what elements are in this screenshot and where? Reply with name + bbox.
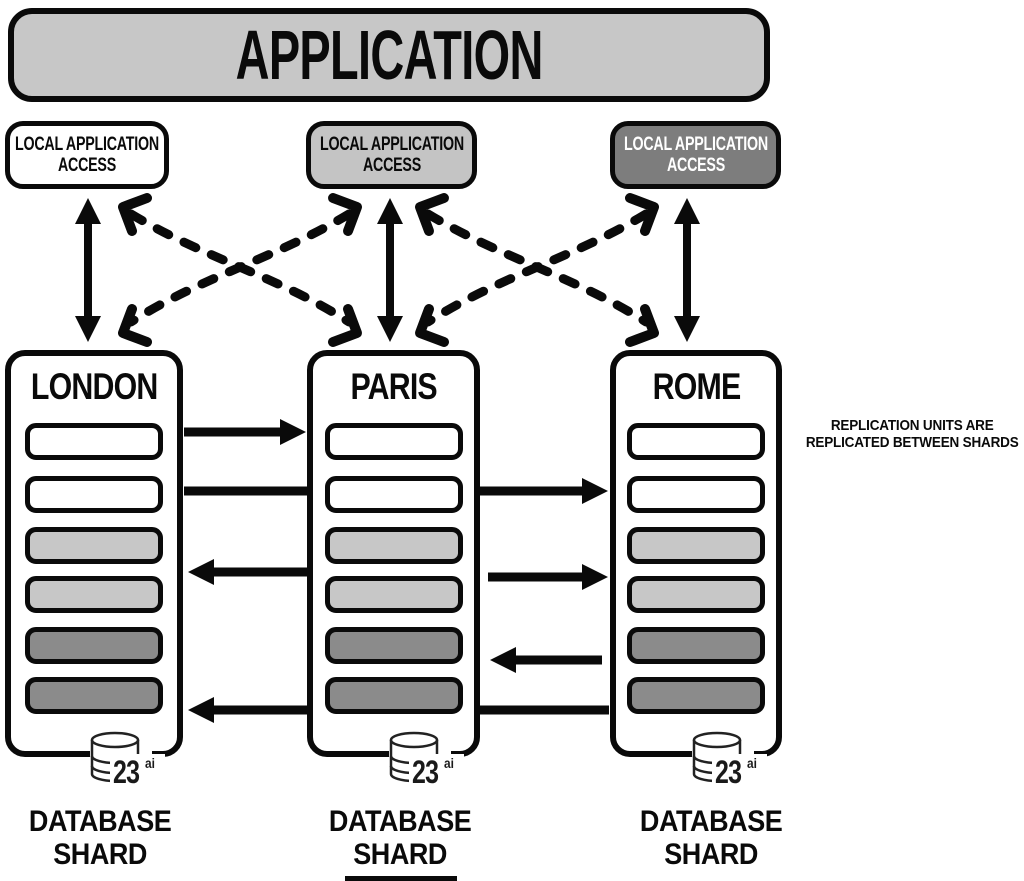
- access-label-line2: ACCESS: [666, 155, 725, 176]
- replication-unit-white: [627, 423, 765, 460]
- database-cylinder-icon: 23 ai: [90, 731, 165, 791]
- dashed-arrowhead: [118, 304, 152, 347]
- annotation-line2: REPLICATED BETWEEN SHARDS: [805, 433, 1019, 451]
- sync-arrow-london: [75, 198, 101, 342]
- local-access-box-rome: LOCAL APPLICATION ACCESS: [610, 121, 781, 189]
- replication-unit-dark: [324, 627, 463, 664]
- access-label-line1: LOCAL APPLICATION: [623, 133, 768, 155]
- db-version-suffix: ai: [747, 755, 757, 771]
- local-access-box-paris: LOCAL APPLICATION ACCESS: [306, 121, 477, 189]
- replication-arrow-london-to-paris: [184, 419, 306, 445]
- database-cylinder-icon: 23 ai: [692, 731, 767, 791]
- db-version-label: 23: [412, 755, 438, 791]
- caption-line1: DATABASE: [328, 805, 472, 838]
- replication-units: [11, 356, 177, 751]
- application-title: APPLICATION: [235, 16, 543, 94]
- shard-title: ROME: [652, 366, 741, 407]
- replication-unit-light: [25, 576, 163, 613]
- replication-unit-dark: [25, 677, 163, 714]
- replication-unit-light: [324, 576, 463, 613]
- shard-caption-london: DATABASE SHARD: [18, 805, 182, 871]
- replication-arrow-paris-to-rome: [488, 564, 608, 590]
- replication-unit-light: [324, 527, 463, 564]
- dashed-arrowhead: [118, 193, 152, 236]
- shard-caption-rome: DATABASE SHARD: [629, 805, 793, 871]
- shard-column-paris: PARIS: [307, 350, 480, 757]
- access-label-line1: LOCAL APPLICATION: [319, 133, 464, 155]
- shard-column-rome: ROME: [610, 350, 782, 757]
- replication-unit-light: [627, 576, 765, 613]
- replication-unit-dark: [627, 627, 765, 664]
- annotation-line1: REPLICATION UNITS ARE: [830, 417, 994, 434]
- replication-units: [616, 356, 776, 751]
- sync-arrow-rome: [674, 198, 700, 342]
- caption-line2: SHARD: [664, 838, 758, 871]
- replication-unit-dark: [627, 677, 765, 714]
- dashed-arrowhead: [328, 193, 362, 236]
- db-version-label: 23: [715, 755, 741, 791]
- replication-arrow-paris-to-london: [188, 559, 310, 585]
- db-version-label: 23: [113, 755, 139, 791]
- replication-unit-dark: [324, 677, 463, 714]
- db-version-suffix: ai: [145, 755, 155, 771]
- shard-title: LONDON: [30, 366, 158, 407]
- replication-unit-white: [627, 476, 765, 513]
- sync-arrow-paris: [377, 198, 403, 342]
- replication-unit-white: [25, 476, 163, 513]
- access-label-line2: ACCESS: [362, 155, 421, 176]
- shard-column-london: LONDON: [5, 350, 183, 757]
- application-box: APPLICATION: [8, 8, 770, 102]
- dashed-arrowhead: [415, 193, 449, 236]
- replication-unit-light: [25, 527, 163, 564]
- replication-unit-light: [627, 527, 765, 564]
- caption-line2: SHARD: [53, 838, 147, 871]
- replication-annotation: REPLICATION UNITS ARE REPLICATED BETWEEN…: [794, 417, 1024, 452]
- replication-unit-white: [324, 476, 463, 513]
- replication-unit-dark: [25, 627, 163, 664]
- db-version-suffix: ai: [444, 755, 454, 771]
- access-label-line2: ACCESS: [57, 155, 117, 176]
- dashed-cross-access-paris-rome: [415, 193, 659, 347]
- replication-units: [313, 356, 474, 751]
- dashed-arrowhead: [625, 193, 659, 236]
- dashed-cross-access-london-paris: [118, 193, 362, 347]
- caption-line2: SHARD: [353, 838, 447, 871]
- local-access-box-london: LOCAL APPLICATION ACCESS: [5, 121, 169, 189]
- cropped-bottom-bar: [345, 876, 457, 881]
- dashed-arrowhead: [328, 304, 362, 347]
- replication-unit-white: [25, 423, 163, 460]
- replication-arrow-rome-to-paris: [490, 647, 602, 673]
- shard-title: PARIS: [350, 366, 437, 407]
- shard-caption-paris: DATABASE SHARD: [318, 805, 482, 871]
- dashed-arrowhead: [415, 304, 449, 347]
- dashed-arrowhead: [625, 304, 659, 347]
- replication-unit-white: [324, 423, 463, 460]
- access-label-line1: LOCAL APPLICATION: [15, 133, 159, 155]
- caption-line1: DATABASE: [639, 805, 783, 838]
- database-cylinder-icon: 23 ai: [389, 731, 464, 791]
- caption-line1: DATABASE: [28, 805, 172, 838]
